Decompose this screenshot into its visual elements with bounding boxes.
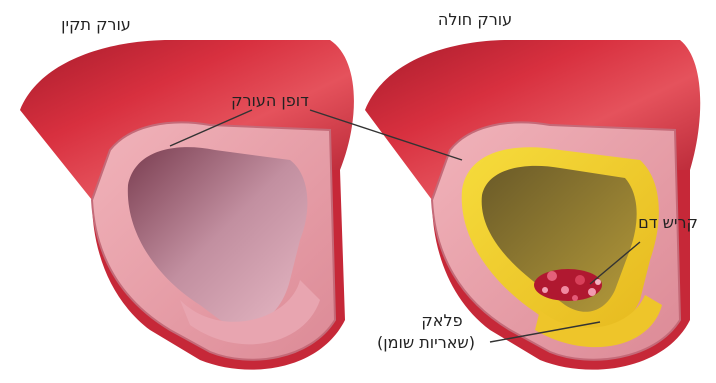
label-blood-clot: קריש דם: [638, 213, 698, 232]
label-plaque-detail: (שאריות שומן): [377, 333, 475, 352]
healthy-artery: [20, 40, 354, 370]
blood-clot: [534, 269, 602, 301]
title-healthy: עורק תקין: [61, 15, 131, 34]
label-artery-wall: דופן העורק: [231, 91, 309, 110]
label-plaque: פלאק: [421, 311, 462, 330]
title-diseased: עורק חולה: [438, 10, 512, 29]
diseased-artery: [365, 40, 700, 370]
